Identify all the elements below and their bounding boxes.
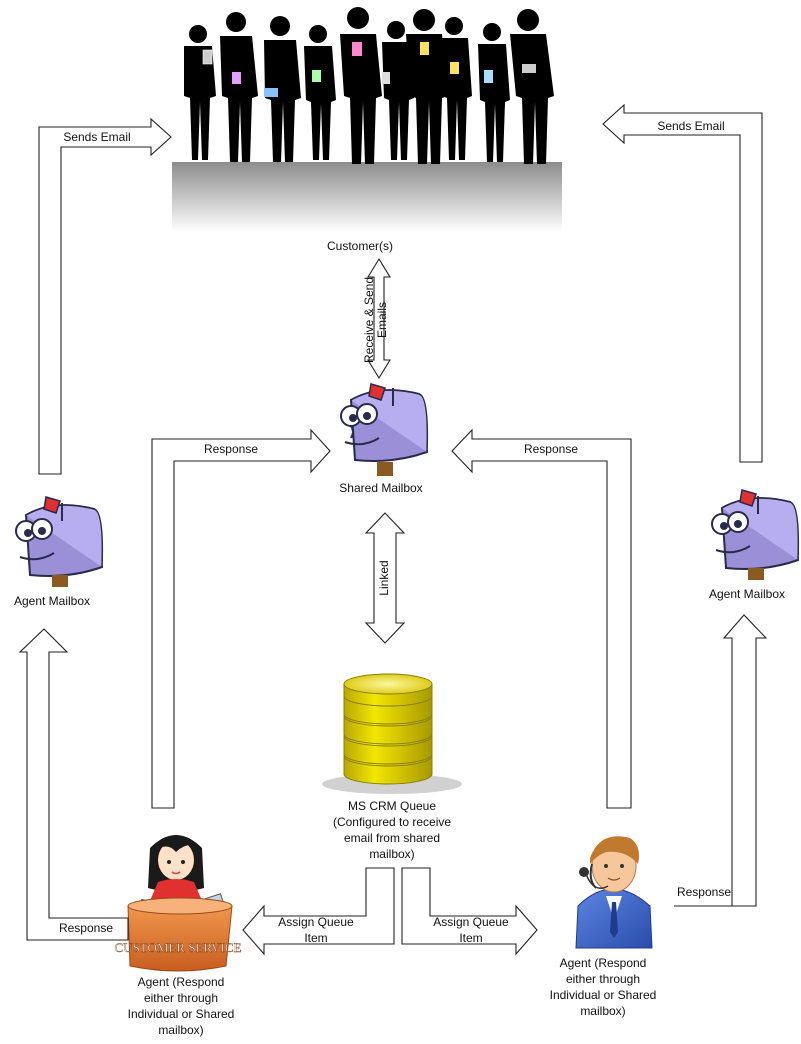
receive-send-label: Receive & Send Emails — [362, 273, 391, 367]
arrow-receive-send — [367, 257, 391, 380]
agent-left-figure — [127, 835, 233, 972]
response-left-to-shared-label: Response — [203, 442, 259, 456]
arrow-sends-email-right — [602, 103, 763, 463]
assign-right-label: Assign Queue Item — [433, 915, 509, 945]
arrow-response-left-agent — [18, 628, 129, 941]
agent-right-figure — [575, 836, 653, 949]
response-left-agent-label: Response — [58, 921, 114, 935]
sends-email-right-label: Sends Email — [657, 119, 725, 133]
response-right-agent-label: Response — [676, 885, 732, 899]
arrow-sends-email-left — [38, 117, 172, 475]
shared-mailbox-label: Shared Mailbox — [339, 481, 423, 495]
agent-mailbox-left-label: Agent Mailbox — [13, 594, 91, 608]
response-right-to-shared-label: Response — [523, 442, 579, 456]
queue-database-icon — [322, 673, 462, 794]
sends-email-left-label: Sends Email — [63, 130, 131, 144]
arrow-response-left-to-shared — [151, 428, 331, 809]
receive-send-line-2: Emails — [375, 302, 389, 339]
assign-left-label: Assign Queue Item — [278, 915, 354, 945]
arrow-linked — [364, 512, 406, 644]
arrow-response-right-to-shared — [451, 428, 632, 809]
agent-mailbox-right-label: Agent Mailbox — [708, 587, 786, 601]
agent-mailbox-right-icon — [711, 489, 800, 580]
queue-label: MS CRM Queue (Configured to receive emai… — [332, 799, 452, 861]
arrow-response-right-agent — [674, 614, 768, 907]
arrow-assign-left-shape — [242, 867, 395, 956]
linked-label: Linked — [377, 560, 391, 596]
arrow-assign-right — [401, 867, 538, 956]
shared-mailbox-icon — [340, 383, 429, 476]
agent-mailbox-left-icon — [15, 496, 104, 587]
desk-sign-text: CUSTOMER SERVICE — [115, 940, 242, 955]
customers-crowd-image — [172, 0, 562, 232]
agent-left-label: Agent (Respond either through Individual… — [127, 975, 235, 1037]
agent-right-label: Agent (Respond either through Individual… — [549, 956, 657, 1018]
customers-label: Customer(s) — [326, 239, 393, 253]
